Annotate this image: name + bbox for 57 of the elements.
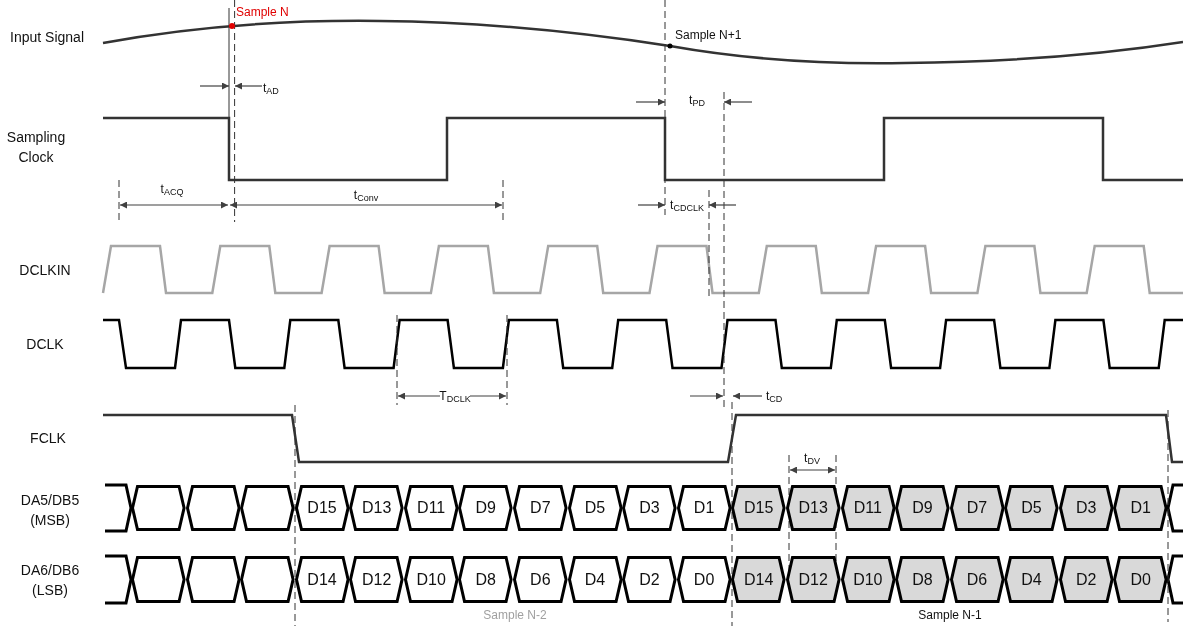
data-cell: D12 (785, 556, 841, 603)
data-cell: D0 (1113, 556, 1168, 603)
data-cell: D5 (567, 485, 623, 531)
data-cell (185, 556, 241, 603)
data-cell: D6 (513, 556, 568, 603)
sample-range-label: Sample N-2 (483, 607, 547, 624)
data-cell: D14 (294, 556, 350, 603)
sample-range-label: Sample N-1 (918, 607, 982, 624)
data-cell (131, 556, 186, 603)
data-cell (185, 485, 241, 531)
data-cell: D8 (895, 556, 950, 603)
data-cell: D9 (895, 485, 950, 531)
signal-name: Sampling Clock (5, 128, 67, 167)
data-cell: D5 (1004, 485, 1059, 531)
sample-point-label: Sample N+1 (675, 27, 742, 44)
data-cell: D7 (513, 485, 568, 531)
data-cell: D1 (676, 485, 732, 531)
data-cell (240, 485, 295, 531)
timing-label: t$_{DV}$ (804, 450, 820, 467)
signal-name: DCLKIN (19, 261, 71, 280)
timing-label: t$_{CD}$ (766, 388, 783, 405)
data-cell: D1 (1113, 485, 1168, 531)
data-cell: D13 (349, 485, 404, 531)
data-cell: D12 (349, 556, 404, 603)
data-cell: D14 (731, 556, 786, 603)
data-cell (240, 556, 295, 603)
data-cell: D7 (949, 485, 1005, 531)
sample-point-label: Sample N (236, 4, 289, 21)
data-cell: D11 (403, 485, 459, 531)
signal-name: FCLK (30, 429, 66, 448)
timing-label: T$_{DCLK}$ (439, 388, 471, 405)
data-cell: D8 (458, 556, 514, 603)
data-cell: D13 (785, 485, 841, 531)
signal-name: DA6/DB6 (LSB) (19, 561, 81, 600)
signal-name: DCLK (26, 335, 64, 354)
data-cell: D3 (1058, 485, 1114, 531)
timing-label: t$_{PD}$ (689, 92, 705, 109)
timing-label: t$_{CDCLK}$ (670, 197, 704, 214)
data-cell: D4 (1004, 556, 1059, 603)
data-cell: D2 (622, 556, 677, 603)
data-cell: D4 (567, 556, 623, 603)
timing-label: t$_{ACQ}$ (160, 181, 184, 198)
data-cell: D6 (949, 556, 1005, 603)
data-cell: D0 (676, 556, 732, 603)
data-cell: D9 (458, 485, 514, 531)
timing-label: t$_{AD}$ (263, 80, 279, 97)
data-cell: D10 (403, 556, 459, 603)
signal-name: DA5/DB5 (MSB) (19, 491, 81, 530)
data-cell: D2 (1058, 556, 1114, 603)
data-cell: D15 (294, 485, 350, 531)
signal-name: Input Signal (10, 28, 84, 47)
data-cell: D11 (840, 485, 896, 531)
data-cell: D3 (622, 485, 677, 531)
data-cell: D15 (731, 485, 786, 531)
timing-label: t$_{Conv}$ (353, 187, 379, 204)
data-cell (131, 485, 186, 531)
data-cell: D10 (840, 556, 896, 603)
